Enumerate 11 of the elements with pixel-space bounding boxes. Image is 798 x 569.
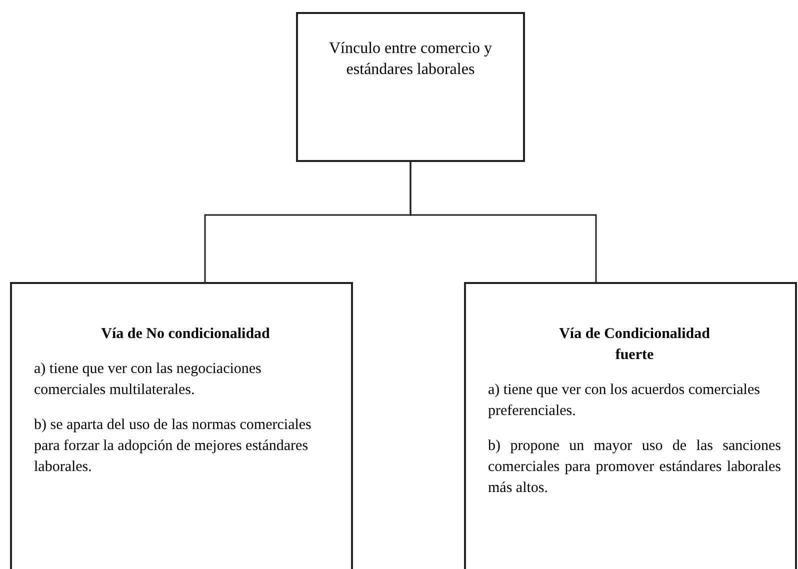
approach-heading: Vía de No condicionalidad [100,325,271,344]
connector-line [410,162,597,282]
approach-point: a) tiene que ver con los acuerdos comerciales preferenciales. [488,381,761,421]
approach-box [10,282,353,569]
approach-heading: Vía de Condicionalidad fuerte [558,325,711,365]
topic-text: Vínculo entre comercio y estándares laborales [328,39,494,80]
approach-box [464,282,797,569]
approach-point: a) tiene que ver con las negociaciones comerciales multilaterales. [34,360,262,400]
approach-point: b) se aparta del uso de las normas comerciales para forzar la adopción de mejores estándares laborales. [34,416,312,477]
topic-box [296,12,525,162]
approach-point: b) propone un mayor uso de las sanciones comerciales para promover estándares laborales más altos. [488,437,781,498]
